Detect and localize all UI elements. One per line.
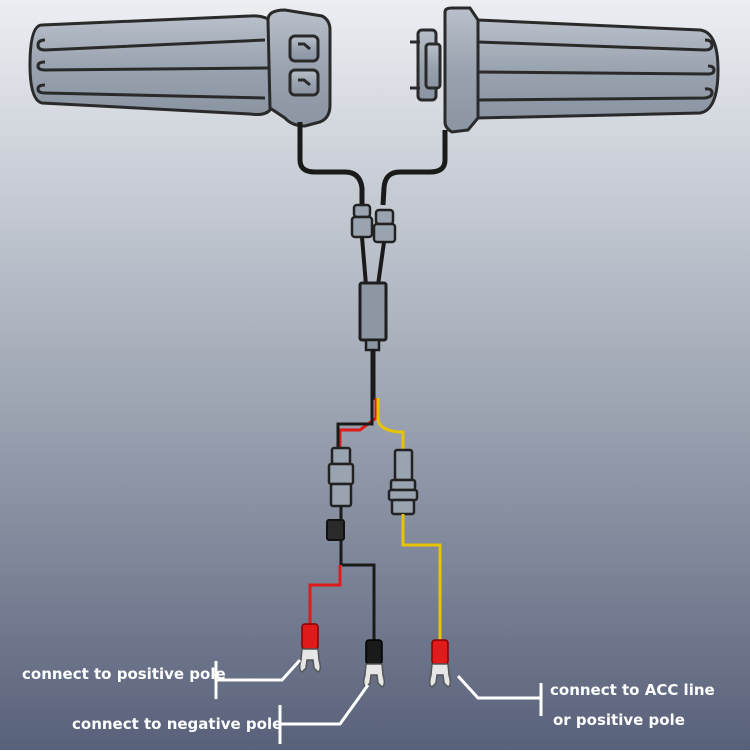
- terminal-wires: [308, 514, 442, 640]
- right-grip: [410, 6, 720, 134]
- grip-cables: [297, 122, 448, 206]
- label-acc-line: connect to ACC line: [550, 681, 715, 699]
- leader-positive: [214, 658, 302, 699]
- left-grip: [28, 8, 332, 128]
- split-wires: [336, 398, 405, 452]
- leader-negative: [278, 684, 370, 744]
- label-acc-alt-positive-pole: or positive pole: [553, 711, 685, 729]
- grip-connectors: [350, 203, 397, 244]
- controller-module: [358, 281, 388, 352]
- leader-lines: [214, 658, 543, 744]
- terminal-positive: [298, 623, 322, 673]
- label-negative-pole: connect to negative pole: [72, 715, 283, 733]
- leader-acc: [456, 674, 543, 716]
- merge-cables: [360, 236, 386, 286]
- terminal-negative: [362, 639, 386, 688]
- power-connector: [327, 446, 355, 508]
- label-positive-pole: connect to positive pole: [22, 665, 226, 683]
- fuse-holder: [326, 506, 345, 565]
- terminal-acc: [428, 639, 452, 688]
